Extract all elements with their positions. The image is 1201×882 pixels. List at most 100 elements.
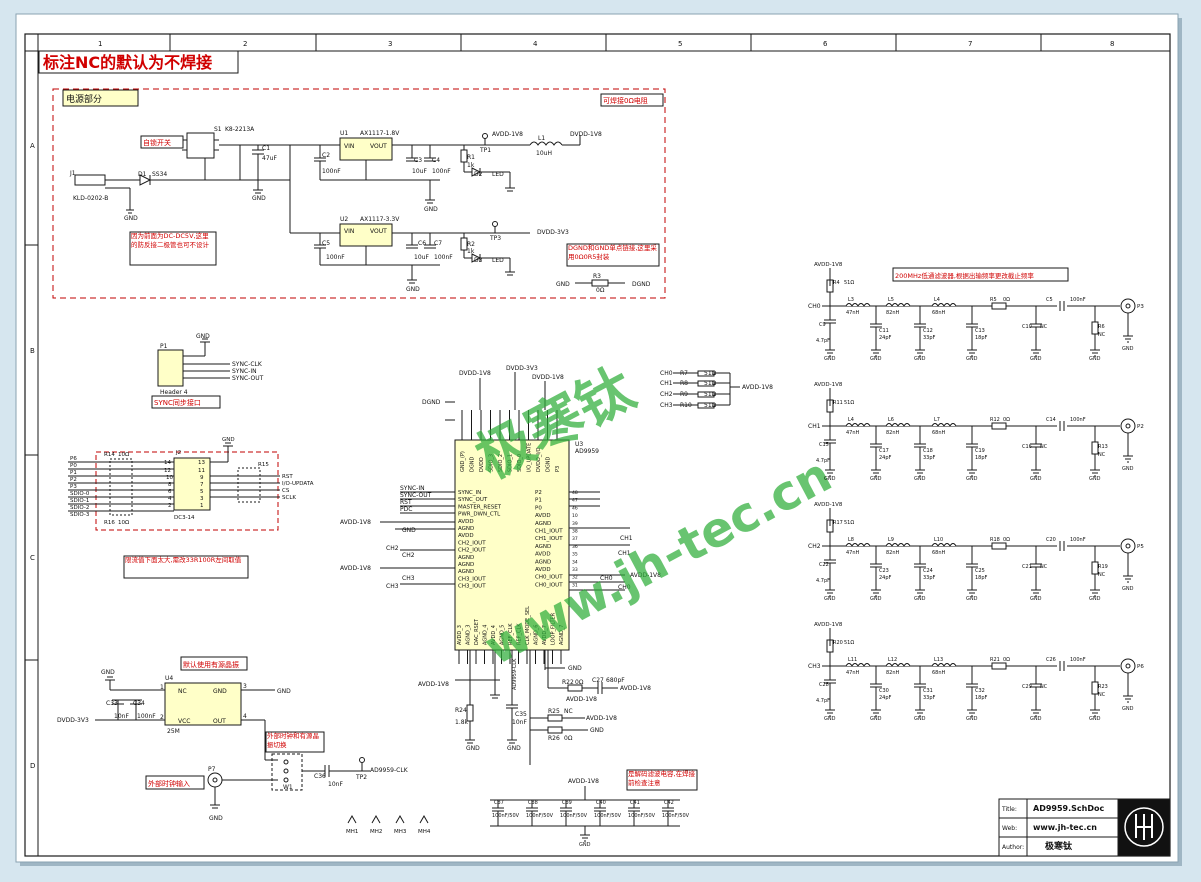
filter-gnd-2-1: GND	[914, 596, 926, 602]
dds-avdd-right: AVDD-1V8	[630, 572, 661, 579]
decoupling-val-3: 100nF/50V	[594, 813, 622, 819]
dds-left-pin-1: SYNC_OUT	[458, 497, 488, 503]
dds-right-pin-12: CH0_IOUT	[535, 582, 563, 588]
c2-val: 100nF	[322, 168, 341, 175]
dds-right-pin-1: P1	[535, 498, 542, 504]
filter-l-1-1: L6	[888, 417, 894, 423]
io-sclk: SCLK	[282, 495, 296, 501]
filter-lval-0-2: 68nH	[932, 310, 946, 316]
filter-cnc-val-0: NC	[1040, 324, 1048, 330]
dds-right-pin-11: CH0_IOUT	[535, 575, 563, 581]
filter-cout-3: C26	[1046, 657, 1056, 663]
filter-gnd-left-0: GND	[824, 356, 836, 362]
dds-left-pin-13: CH3_IOUT	[458, 584, 486, 590]
dds-ch2-out-a: CH2	[386, 545, 399, 552]
dds-left-pin-0: SYNC_IN	[458, 490, 481, 496]
dds-c35-val: 10nF	[512, 719, 527, 726]
dvdd33-net: DVDD-3V3	[537, 229, 569, 236]
filter-cmid-2-0: C23	[879, 568, 889, 574]
c1-gnd: GND	[252, 195, 266, 202]
dds-right-num-6: 37	[572, 536, 578, 542]
mounting-hole-1: MH1	[346, 829, 358, 835]
row-A: A	[30, 142, 35, 150]
col-3: 3	[388, 40, 392, 48]
filter-rtop-1: R11	[833, 400, 843, 406]
dds-top-pin-3: SDIO_3	[489, 454, 495, 472]
osc-part: 25M	[167, 728, 180, 735]
io-pin-8: 8	[168, 482, 172, 488]
author-label: Author:	[1002, 844, 1024, 851]
dds-right-pin-2: P0	[535, 505, 542, 511]
d2-led: LED	[492, 171, 504, 178]
dds-ch3-out-b: CH3	[386, 583, 399, 590]
filter-cout-1: C14	[1046, 417, 1056, 423]
u1-gnd: GND	[424, 206, 438, 213]
filter-gnd-port-1: GND	[1122, 466, 1134, 472]
dds-bottom-pin-12: AGND_7	[559, 625, 565, 645]
u2-vout: VOUT	[370, 228, 387, 235]
decoupling-val-4: 100nF/50V	[628, 813, 656, 819]
filter-rval-0: 0Ω	[1003, 297, 1010, 303]
clk-c36-val: 10nF	[328, 781, 343, 788]
osc-c34: C34	[133, 700, 145, 707]
dds-c27: C27	[592, 677, 604, 684]
io-header	[68, 442, 280, 516]
dds-r-avdd: AVDD-1V8	[742, 384, 773, 391]
io-note: 限流值下面太大,需改33R100R左间取值	[125, 556, 242, 564]
filter-cmid-0-2: C13	[975, 328, 985, 334]
dds-bottom-pin-4: AVDD_4	[491, 625, 497, 645]
filter-gnd-0-1: GND	[914, 356, 926, 362]
filter-rnc-val-2: NC	[1098, 572, 1106, 578]
dds-bottom-pin-11: LOOP_FILTER	[551, 612, 557, 645]
filter-cmid-2-1: C24	[923, 568, 933, 574]
d2-ref: D2	[474, 171, 483, 178]
osc-num-2: 2	[160, 714, 164, 721]
filter-supply-1: AVDD-1V8	[814, 382, 843, 388]
filter-rtop-val-2: 51Ω	[844, 520, 854, 526]
io-net-4: SDIO-0	[70, 491, 90, 497]
io-net-2: P2	[70, 477, 77, 483]
dds-left-pin-5: AGND	[458, 526, 474, 532]
io-pin-10: 10	[166, 475, 173, 481]
io-net-1: P1	[70, 470, 77, 476]
jack-part: KLD-0202-B	[73, 195, 108, 202]
dds-left-gnd: GND	[402, 527, 416, 534]
filter-cval-3-0: 24pF	[879, 695, 892, 701]
filter-gnd-port-0: GND	[1122, 346, 1134, 352]
filter-gnd-port-3: GND	[1122, 706, 1134, 712]
dds-r26-val: 0Ω	[564, 735, 573, 742]
filter-port-0: P3	[1137, 304, 1144, 310]
filter-lval-1-0: 47nH	[846, 430, 860, 436]
filter-ch-0: CH0	[808, 303, 821, 310]
filter-cval-0-0: 24pF	[879, 335, 892, 341]
filter-cval-1-2: 18pF	[975, 455, 988, 461]
dds-bottom-pin-3: AGND_4	[483, 625, 489, 645]
io-j2: J2	[175, 450, 181, 456]
dds-bottom-pin-8: CLK_MODE_SEL	[525, 606, 531, 645]
filter-supply-3: AVDD-1V8	[814, 622, 843, 628]
clk-w1: W1	[283, 784, 293, 791]
dds-left-pin-2: MASTER_RESET	[458, 504, 502, 510]
io-pin-2: 2	[168, 503, 172, 509]
dds-dgnd-top: DGND	[422, 399, 441, 406]
dds-c35: C35	[515, 711, 527, 718]
mounting-hole-2: MH2	[370, 829, 382, 835]
col-8: 8	[1110, 40, 1114, 48]
filter-gnd-nc-0: GND	[1030, 356, 1042, 362]
dds-ch3-out-a: CH3	[402, 575, 415, 582]
filter-gnd-rnc-1: GND	[1089, 476, 1101, 482]
filter-cmid-1-2: C19	[975, 448, 985, 454]
clk-tp2: TP2	[355, 774, 367, 781]
filter-cleft-val-0: 4.7pF	[816, 338, 830, 344]
row-B: B	[30, 347, 35, 355]
filter-r-3: R21	[990, 657, 1000, 663]
l1-ref: L1	[538, 135, 545, 142]
filter-lval-2-0: 47nH	[846, 550, 860, 556]
filter-rval-3: 0Ω	[1003, 657, 1010, 663]
c5-ref: C5	[322, 240, 330, 247]
osc-pin-gnd: GND	[213, 688, 227, 695]
filter-cval-0-2: 18pF	[975, 335, 988, 341]
dds-right-num-0: 48	[572, 490, 578, 496]
io-pin-5: 5	[200, 489, 204, 495]
dds-right-num-11: 32	[572, 575, 578, 581]
